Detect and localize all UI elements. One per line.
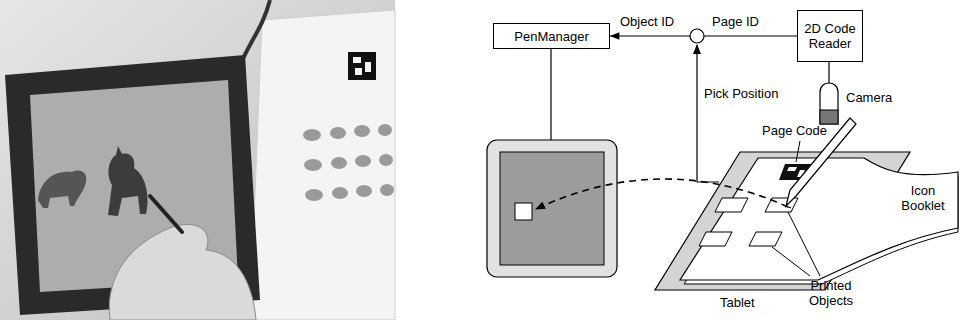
box-label: PenManager [514, 29, 588, 44]
arrow-head [610, 32, 619, 39]
part-label: Printed Objects [800, 278, 862, 308]
part-label: Page Code [762, 123, 827, 138]
part-label: Object ID [620, 14, 674, 29]
device-box: 2D Code Reader [797, 10, 863, 62]
process-box: PenManager [493, 23, 610, 49]
part-label: Icon Booklet [893, 183, 953, 213]
box-label: 2D Code Reader [804, 21, 856, 51]
part-label: Pick Position [704, 86, 778, 101]
part-label: Page ID [712, 14, 759, 29]
part-label: Camera [846, 90, 892, 105]
part-label: Tablet [720, 295, 755, 310]
